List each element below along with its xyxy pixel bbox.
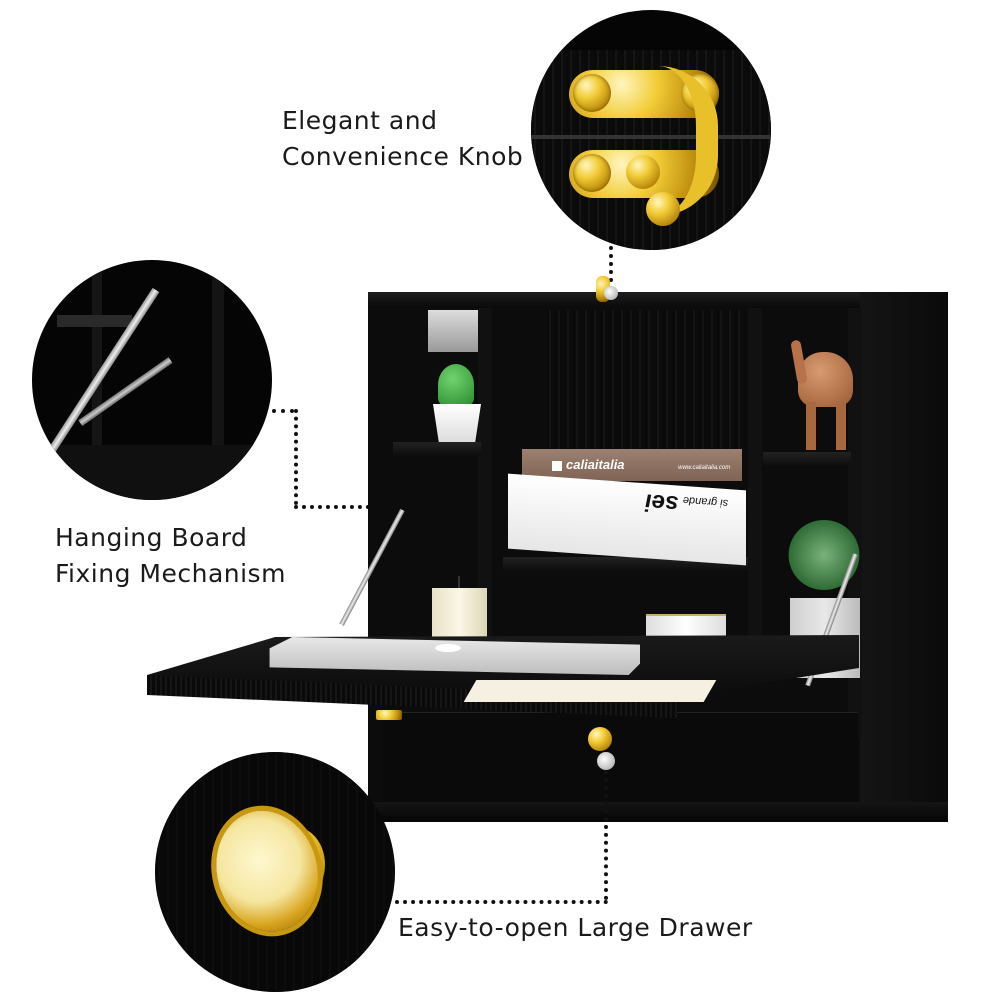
callout-knob-connector [609, 246, 613, 290]
callout-hanging-line2: Fixing Mechanism [55, 559, 286, 588]
latch-panel-seam [531, 135, 771, 139]
drawer[interactable] [382, 712, 858, 803]
hinge-detail-inset [32, 260, 272, 500]
book-caliaitalia: caliaitalia www.caliaitalia.com [522, 449, 742, 481]
paper-sheet [463, 680, 717, 702]
callout-hinge-connector [272, 409, 294, 413]
cabinet-shelf [763, 452, 851, 466]
cabinet-top [368, 292, 948, 308]
cabinet-divider [748, 308, 762, 648]
book-sei-si-grande: si grande sei [508, 473, 746, 566]
callout-drawer-label: Easy-to-open Large Drawer [398, 913, 753, 942]
book-title: sei [644, 488, 679, 518]
latch-hook-icon [636, 66, 718, 216]
cabinet-bottom [368, 802, 948, 822]
drawer-knob-detail-inset [155, 752, 395, 992]
cabinet-side-panel [860, 292, 948, 822]
callout-hinge-connector [294, 505, 394, 509]
latch-detail-inset [531, 10, 771, 250]
book-brand-text: caliaitalia [566, 457, 625, 472]
laptop-logo-icon [435, 644, 461, 652]
candle [432, 588, 487, 640]
cactus-plant [438, 364, 474, 406]
book-title-upside-down: si grande sei [645, 487, 728, 521]
book-subtitle: si grande [682, 493, 728, 510]
callout-drawer-pin [597, 752, 615, 770]
hinge-floor [32, 445, 272, 500]
desk-catch-icon [376, 710, 402, 720]
elephant-figurine [798, 352, 853, 407]
cabinet-shelf [393, 442, 481, 456]
wall-desk-cabinet: caliaitalia www.caliaitalia.com si grand… [339, 292, 948, 822]
callout-drawer-connector [604, 770, 608, 900]
left-support-arm [339, 508, 405, 626]
potted-plant-leaves [788, 520, 860, 590]
wall-bracket [428, 310, 478, 352]
callout-drawer-connector [395, 900, 608, 904]
callout-knob-line1: Elegant and [282, 106, 438, 135]
callout-knob-line2: Convenience Knob [282, 142, 524, 171]
callout-knob-pin [604, 286, 618, 300]
book-url-text: www.caliaitalia.com [678, 465, 731, 471]
cactus-pot [433, 404, 481, 442]
hinge-shelf-edge [57, 315, 132, 327]
latch-screw-icon [573, 74, 611, 112]
callout-hanging-label: Hanging Board Fixing Mechanism [55, 520, 286, 592]
cabinet-divider [478, 308, 492, 648]
callout-knob-label: Elegant and Convenience Knob [282, 103, 523, 175]
hinge-frame-post [212, 260, 224, 500]
laptop [269, 637, 640, 675]
cabinet-back-grain [546, 310, 746, 450]
candle-wick [458, 576, 460, 588]
callout-hanging-line1: Hanging Board [55, 523, 248, 552]
book-brand-square-icon [552, 460, 562, 471]
drawer-knob-icon[interactable] [588, 727, 612, 751]
latch-hook-ball-icon [646, 192, 680, 226]
elephant-leg [806, 402, 816, 450]
elephant-leg [836, 402, 846, 450]
latch-screw-icon [573, 154, 611, 192]
callout-hinge-connector [294, 409, 298, 505]
